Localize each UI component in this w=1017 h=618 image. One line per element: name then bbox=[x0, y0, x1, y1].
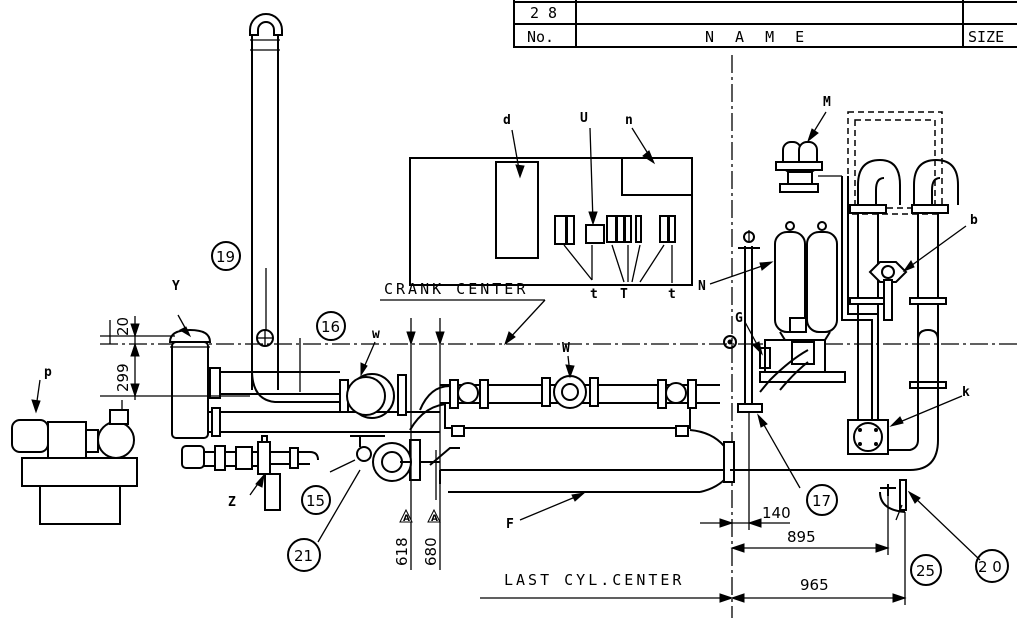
dimension-140: 140 bbox=[700, 412, 791, 530]
dim-965-text: 965 bbox=[800, 576, 829, 594]
callout-21: 21 bbox=[287, 538, 321, 572]
callout-20-number: 2 0 bbox=[978, 558, 1002, 576]
parts-table: 2 8 No. N A M E SIZE bbox=[513, 0, 1017, 48]
crank-center-label: CRANK CENTER bbox=[380, 280, 546, 346]
last-cyl-center-text: LAST CYL.CENTER bbox=[504, 571, 684, 589]
callout-16: 16 bbox=[316, 311, 346, 341]
label-y: Y bbox=[172, 279, 180, 294]
label-d: d bbox=[503, 113, 511, 128]
drain-25-20 bbox=[879, 479, 981, 561]
label-t-left: t bbox=[590, 287, 598, 302]
dim-20-text: 20 bbox=[114, 317, 132, 336]
revision-mark-1: A bbox=[403, 514, 410, 524]
table-header-no: No. bbox=[527, 28, 554, 46]
callout-20: 2 0 bbox=[975, 549, 1009, 583]
panel-leaders bbox=[511, 127, 673, 283]
valve-b bbox=[868, 225, 967, 321]
callout-15-number: 15 bbox=[306, 492, 325, 510]
dashed-frame bbox=[847, 111, 943, 215]
label-z: Z bbox=[228, 495, 236, 510]
control-panel bbox=[409, 157, 693, 286]
last-cyl-center-label: LAST CYL.CENTER bbox=[480, 571, 734, 603]
label-t-right: t bbox=[668, 287, 676, 302]
label-m: M bbox=[823, 95, 831, 110]
callout-21-number: 21 bbox=[294, 547, 313, 565]
label-p: p bbox=[44, 365, 52, 380]
dimension-965: 965 bbox=[730, 512, 907, 605]
pipe-leaders bbox=[265, 261, 801, 543]
dimension-20-299: 20 299 bbox=[100, 316, 250, 400]
label-k: k bbox=[962, 385, 970, 400]
dim-895-text: 895 bbox=[787, 528, 816, 546]
label-g: G bbox=[735, 311, 743, 326]
label-b: b bbox=[970, 213, 978, 228]
label-f: F bbox=[506, 517, 514, 532]
revision-mark-2: A bbox=[431, 514, 438, 524]
exhaust-bends bbox=[730, 158, 959, 471]
table-header-name: N A M E bbox=[705, 28, 810, 46]
callout-25-number: 25 bbox=[916, 562, 935, 580]
letter-labels: d U n M t T t N G b k Y p w W Z F bbox=[44, 95, 978, 532]
table-row-number: 2 8 bbox=[530, 4, 557, 22]
dimension-895: 895 bbox=[730, 496, 890, 555]
crank-marker bbox=[723, 335, 737, 349]
dim-299-text: 299 bbox=[114, 363, 132, 392]
callout-17: 17 bbox=[806, 484, 838, 516]
callout-19-number: 19 bbox=[216, 248, 235, 266]
callout-16-number: 16 bbox=[321, 318, 340, 336]
callout-17-number: 17 bbox=[812, 492, 831, 510]
callout-25: 25 bbox=[910, 554, 942, 586]
vertical-pipe-n bbox=[737, 230, 763, 413]
dim-680-text: 680 bbox=[422, 537, 440, 566]
filter-y bbox=[168, 314, 212, 439]
unit-k bbox=[847, 395, 963, 455]
dim-140-text: 140 bbox=[762, 504, 791, 522]
callout-15: 15 bbox=[301, 485, 331, 515]
air-bottles bbox=[759, 221, 846, 393]
main-piping bbox=[208, 367, 720, 437]
label-u: U bbox=[580, 111, 588, 126]
crank-center-text: CRANK CENTER bbox=[384, 280, 528, 298]
lower-pipe-f bbox=[409, 429, 735, 500]
label-n-small: n bbox=[625, 113, 633, 128]
label-w-capital: W bbox=[562, 341, 570, 356]
label-w-small: w bbox=[372, 327, 380, 342]
label-n-capital: N bbox=[698, 279, 706, 294]
pump-p bbox=[11, 379, 138, 525]
table-header-size: SIZE bbox=[968, 28, 1004, 46]
label-t-capital: T bbox=[620, 287, 628, 302]
callout-19: 19 bbox=[211, 241, 241, 271]
dim-618-text: 618 bbox=[393, 537, 411, 566]
dimension-618-680: A A 618 680 bbox=[393, 318, 445, 570]
